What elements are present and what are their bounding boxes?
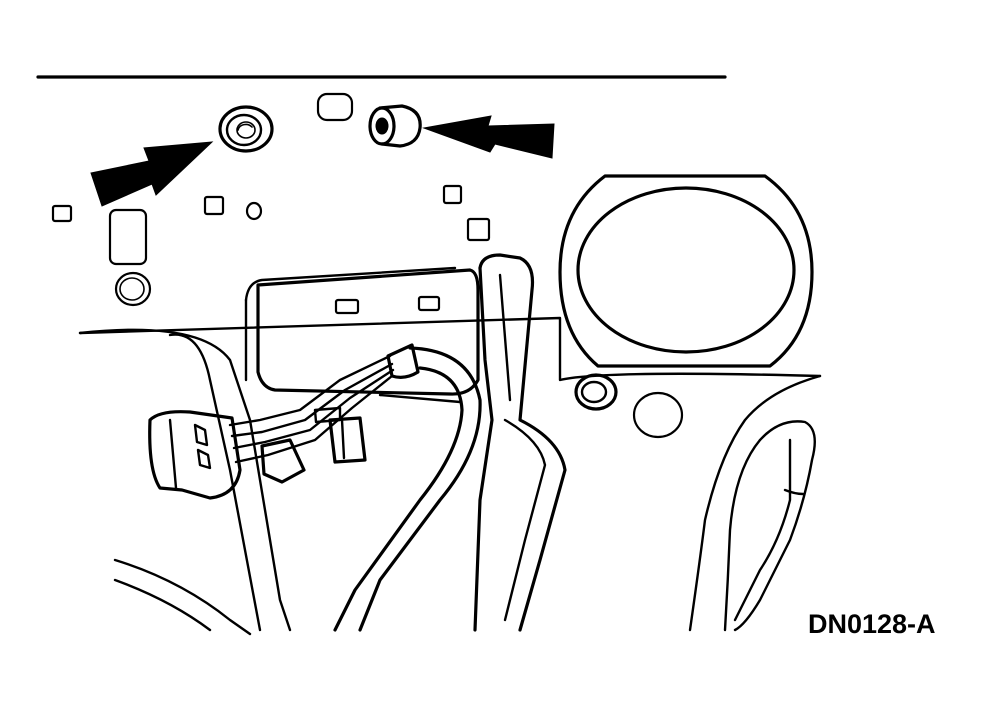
panel-rear-contour <box>688 374 822 632</box>
speaker-opening <box>558 174 814 368</box>
right-fastener <box>368 104 422 148</box>
module-bracket <box>244 266 480 404</box>
right-fastener-arrow <box>422 115 555 159</box>
figure-label: DN0128-A <box>808 609 936 639</box>
wiring-harness <box>148 343 482 632</box>
left-fastener <box>218 105 274 153</box>
panel-holes <box>51 92 491 307</box>
speaker-grommet <box>574 373 684 439</box>
left-fastener-arrow <box>90 141 214 207</box>
regulator-channel <box>473 253 567 632</box>
lower-left-contour <box>113 558 252 636</box>
